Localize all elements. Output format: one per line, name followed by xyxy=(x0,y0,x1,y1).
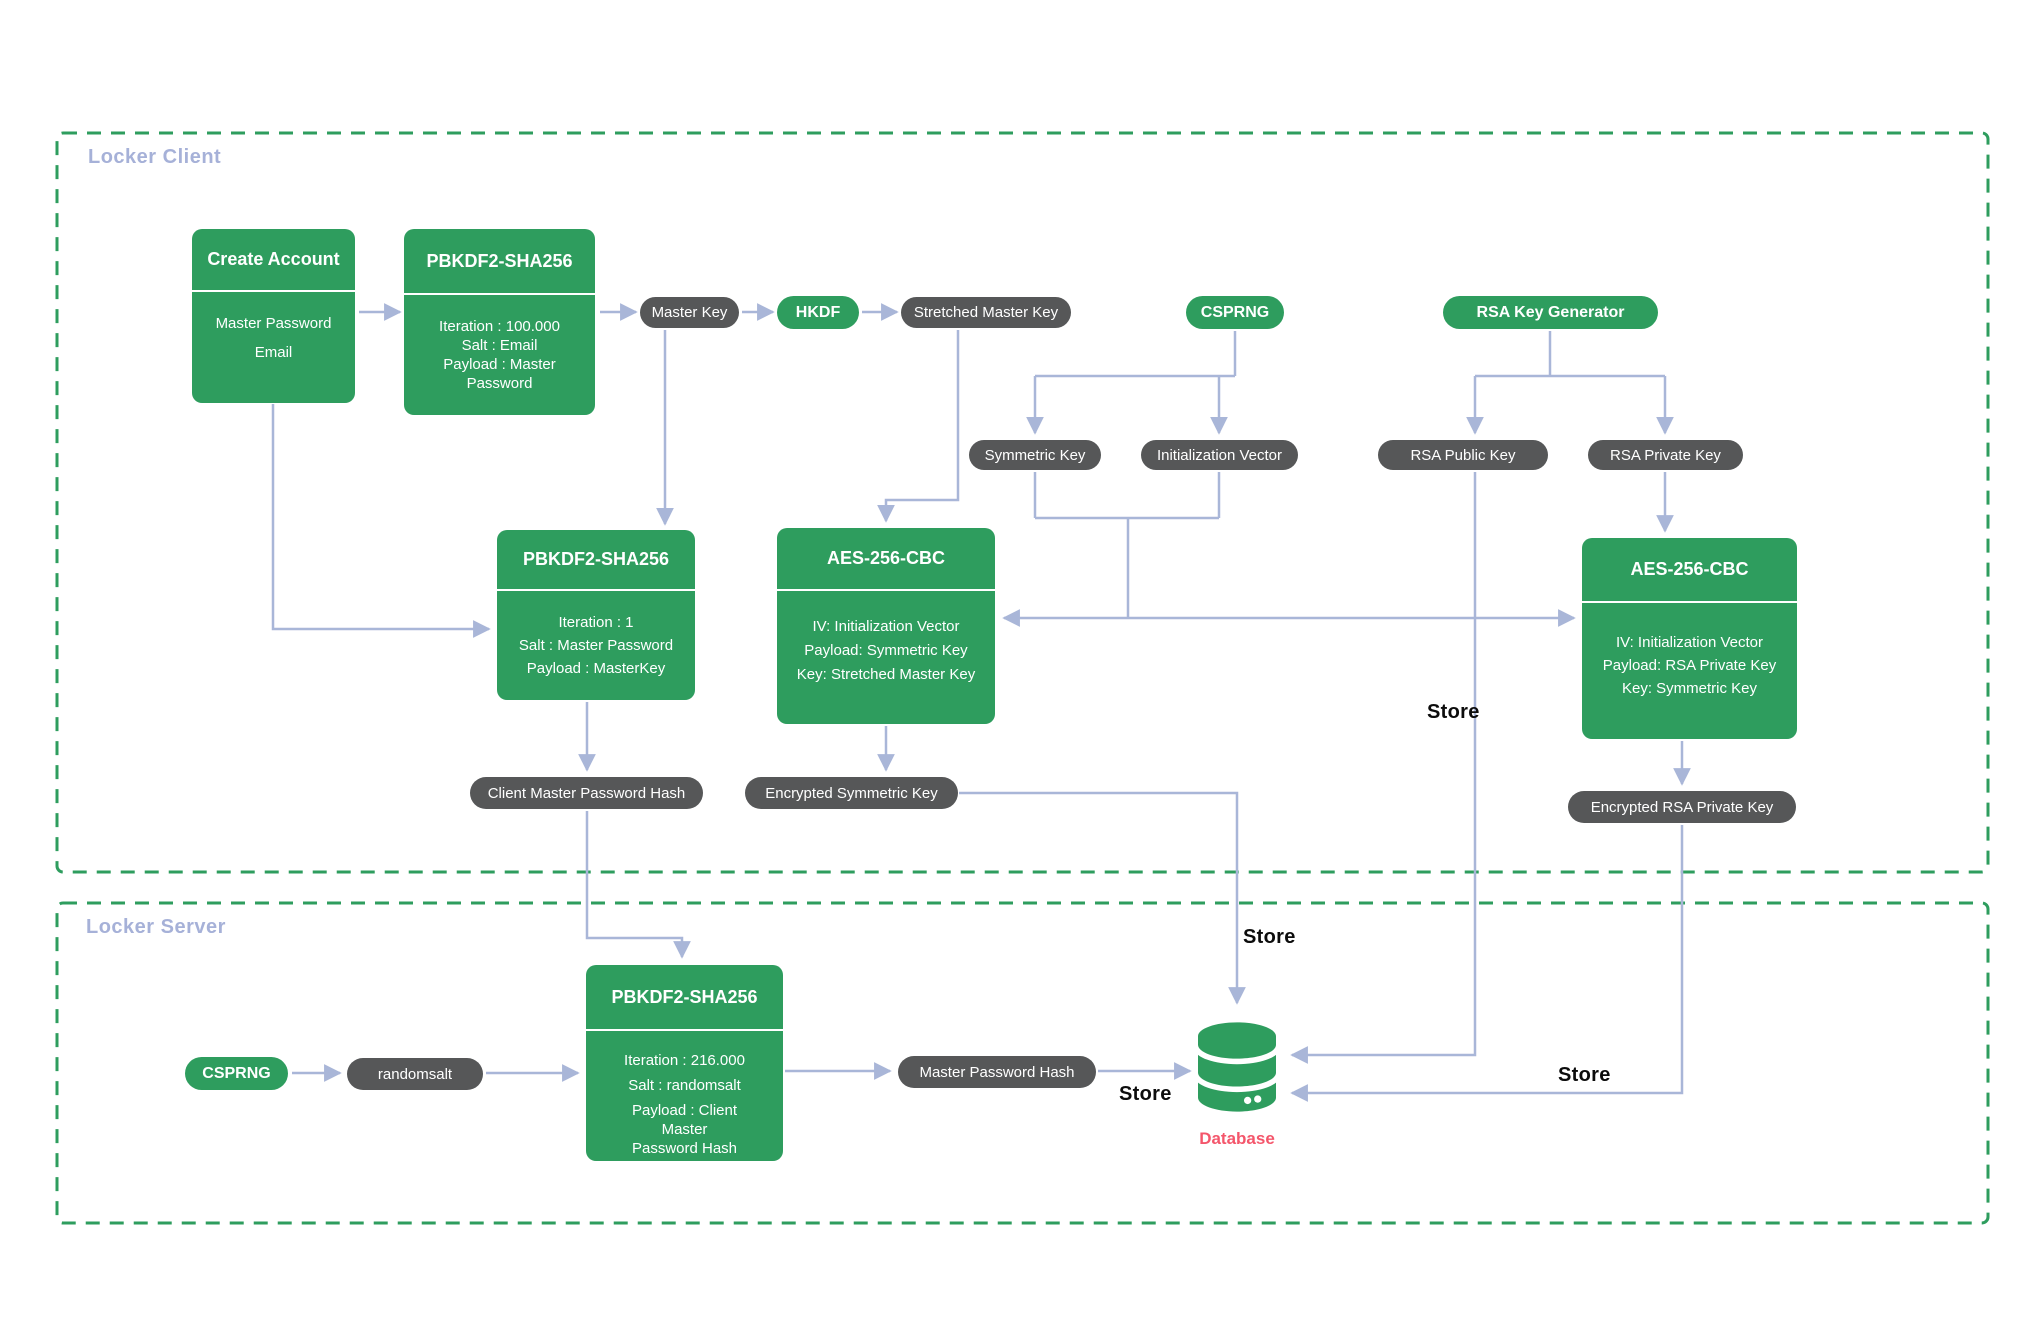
csprng-server-pill: CSPRNG xyxy=(185,1057,288,1090)
store-label: Store xyxy=(1427,701,1480,723)
body-line: Salt : Email xyxy=(461,337,538,354)
pbkdf-client1-title: PBKDF2-SHA256 xyxy=(404,229,595,295)
store-label: Store xyxy=(1558,1064,1611,1086)
body-line: Email xyxy=(254,344,293,361)
arrow-encsym-to-database xyxy=(959,791,1246,1005)
store-label: Store xyxy=(1119,1083,1172,1105)
symmetric-key-pill: Symmetric Key xyxy=(969,440,1101,470)
arrow-stretched-to-aes xyxy=(877,330,960,523)
locker-server-label: Locker Server xyxy=(86,916,226,938)
body-line: Iteration : 100.000 xyxy=(439,318,560,335)
body-line: Password xyxy=(466,375,533,392)
database-cylinder xyxy=(1198,1022,1276,1112)
arrow-cmph-to-server-pbkdf xyxy=(585,811,691,959)
rsa-public-key-pill: RSA Public Key xyxy=(1378,440,1548,470)
pbkdf-server-body: Iteration : 216.000 Salt : randomsalt Pa… xyxy=(586,1031,783,1161)
body-line: Salt : randomsalt xyxy=(628,1077,741,1094)
body-line: IV: Initialization Vector xyxy=(1615,634,1764,651)
aes-rsa-box: AES-256-CBC IV: Initialization Vector Pa… xyxy=(1582,538,1797,739)
randomsalt-pill: randomsalt xyxy=(347,1058,483,1090)
body-line: Payload: RSA Private Key xyxy=(1602,657,1777,674)
csprng-client-pill: CSPRNG xyxy=(1186,296,1284,329)
rsa-private-key-pill: RSA Private Key xyxy=(1588,440,1743,470)
aes-rsa-body: IV: Initialization Vector Payload: RSA P… xyxy=(1582,603,1797,739)
hkdf-pill: HKDF xyxy=(777,296,859,329)
connectors xyxy=(271,303,1691,1102)
initialization-vector-pill: Initialization Vector xyxy=(1141,440,1298,470)
pbkdf-client2-body: Iteration : 1 Salt : Master Password Pay… xyxy=(497,591,695,700)
arrow-create-to-pbkdf2 xyxy=(271,404,491,638)
pbkdf-client1-box: PBKDF2-SHA256 Iteration : 100.000 Salt :… xyxy=(404,229,595,415)
locker-client-label: Locker Client xyxy=(88,146,222,168)
store-label: Store xyxy=(1243,926,1296,948)
body-line: IV: Initialization Vector xyxy=(812,618,960,635)
database-icon xyxy=(1198,1012,1276,1122)
pbkdf-server-title: PBKDF2-SHA256 xyxy=(586,965,783,1031)
client-master-password-hash-pill: Client Master Password Hash xyxy=(470,777,703,809)
pbkdf-client2-box: PBKDF2-SHA256 Iteration : 1 Salt : Maste… xyxy=(497,530,695,700)
body-line: Payload : MasterKey xyxy=(526,660,666,677)
body-line: Key: Stretched Master Key xyxy=(796,666,976,683)
body-line: Master xyxy=(661,1121,708,1138)
create-account-body: Master Password Email xyxy=(192,292,355,403)
arrow-rsapub-to-database xyxy=(1290,472,1477,1064)
body-line: Salt : Master Password xyxy=(518,637,674,654)
stretched-master-key-pill: Stretched Master Key xyxy=(901,297,1071,328)
body-line: Iteration : 1 xyxy=(558,614,634,631)
master-key-pill: Master Key xyxy=(640,297,739,328)
pbkdf-server-box: PBKDF2-SHA256 Iteration : 216.000 Salt :… xyxy=(586,965,783,1161)
aes-symmetric-body: IV: Initialization Vector Payload: Symme… xyxy=(777,591,995,724)
pbkdf-client2-title: PBKDF2-SHA256 xyxy=(497,530,695,591)
locker-client-container xyxy=(55,131,1990,874)
body-line: Password Hash xyxy=(631,1140,738,1157)
body-line: Iteration : 216.000 xyxy=(624,1052,745,1069)
master-password-hash-pill: Master Password Hash xyxy=(898,1056,1096,1088)
body-line: Payload : Client xyxy=(631,1102,738,1119)
arrow-encrsa-to-database xyxy=(1290,825,1684,1102)
pbkdf-client1-body: Iteration : 100.000 Salt : Email Payload… xyxy=(404,295,595,415)
aes-symmetric-box: AES-256-CBC IV: Initialization Vector Pa… xyxy=(777,528,995,724)
database-label: Database xyxy=(1199,1129,1275,1148)
body-line: Key: Symmetric Key xyxy=(1621,680,1758,697)
body-line: Payload : Master xyxy=(443,356,556,373)
encrypted-symmetric-key-pill: Encrypted Symmetric Key xyxy=(745,777,958,809)
body-line: Payload: Symmetric Key xyxy=(804,642,968,659)
create-account-box: Create Account Master Password Email xyxy=(192,229,355,403)
encrypted-rsa-private-key-pill: Encrypted RSA Private Key xyxy=(1568,791,1796,823)
locker-server-container xyxy=(55,901,1990,1225)
rsa-key-generator-pill: RSA Key Generator xyxy=(1443,296,1658,329)
aes-rsa-title: AES-256-CBC xyxy=(1582,538,1797,603)
aes-symmetric-title: AES-256-CBC xyxy=(777,528,995,591)
create-account-title: Create Account xyxy=(192,229,355,292)
body-line: Master Password xyxy=(215,315,332,332)
